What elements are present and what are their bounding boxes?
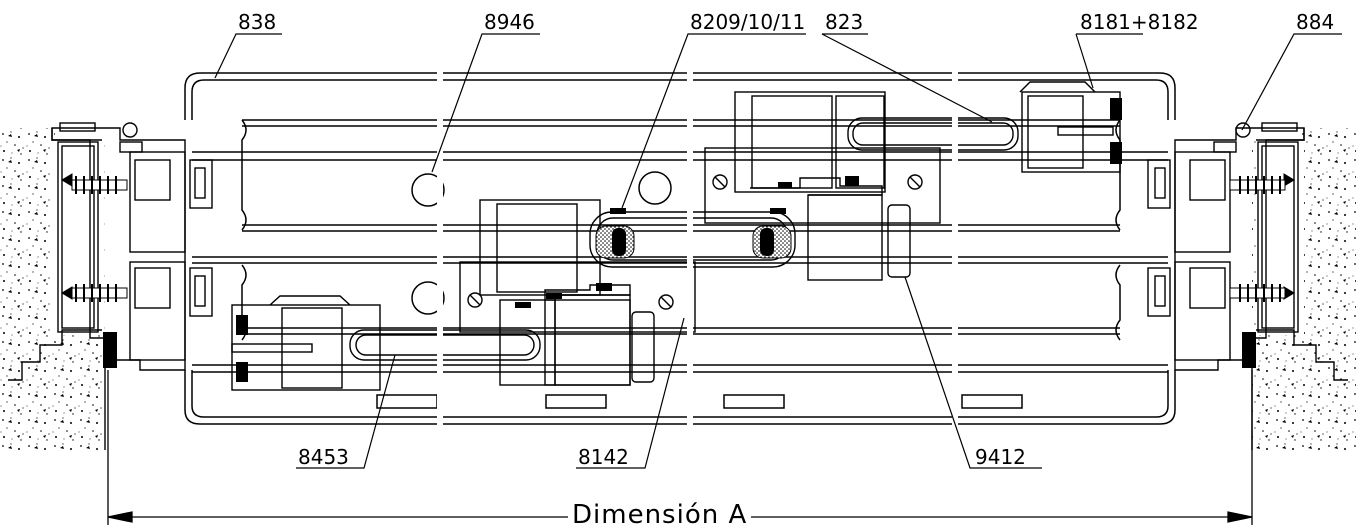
label-838: 838 [238, 10, 277, 34]
upper-sash-profile [704, 81, 1121, 281]
label-9412: 9412 [975, 445, 1026, 469]
upper-brushes [778, 98, 1122, 188]
label-823: 823 [825, 10, 864, 34]
right-screws [1229, 173, 1295, 302]
label-8181-8182: 8181+8182 [1080, 10, 1199, 34]
label-8209-10-11: 8209/10/11 [690, 10, 806, 34]
label-8946: 8946 [484, 10, 535, 34]
left-jamb-profile [51, 122, 213, 371]
right-jamb-profile [1147, 122, 1305, 371]
label-8453: 8453 [298, 445, 349, 469]
lower-brushes [236, 302, 531, 382]
dimension-a-label: Dimensión A [568, 500, 752, 530]
leader-lines [214, 33, 1342, 469]
label-8142: 8142 [578, 445, 629, 469]
middle-rollers [546, 208, 792, 299]
break-lines [437, 70, 958, 430]
right-wall [1251, 128, 1356, 450]
right-seal [1242, 332, 1256, 368]
label-884: 884 [1296, 10, 1335, 34]
lower-sash-profile [231, 295, 631, 391]
left-screws [61, 173, 128, 302]
left-seal [103, 332, 117, 368]
outer-frame-profile [184, 72, 1176, 425]
